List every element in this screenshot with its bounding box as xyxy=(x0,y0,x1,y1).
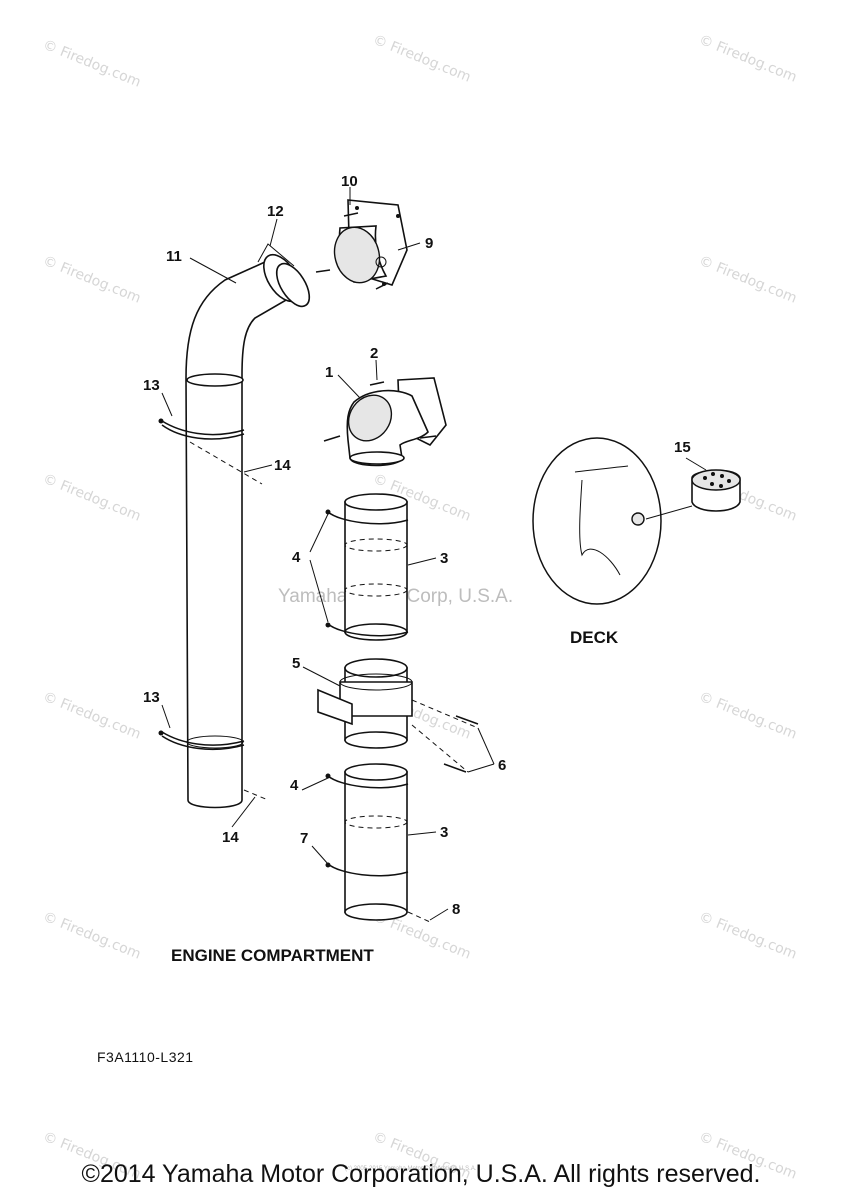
callout-3-lower: 3 xyxy=(440,824,448,841)
callout-11: 11 xyxy=(166,248,182,265)
callout-5: 5 xyxy=(292,655,300,672)
callout-3-upper: 3 xyxy=(440,550,448,567)
engine-compartment-label: ENGINE COMPARTMENT xyxy=(171,946,374,965)
deck-detail xyxy=(532,437,741,605)
callout-4-lower: 4 xyxy=(290,777,299,794)
leader-lines xyxy=(161,187,707,921)
callout-8: 8 xyxy=(452,901,460,918)
callouts: 10 9 12 11 13 14 1 2 3 4 5 6 13 14 4 3 7… xyxy=(143,173,691,918)
callout-14-lower: 14 xyxy=(222,829,239,846)
vent-cover-9 xyxy=(315,199,408,290)
tube-3-upper xyxy=(325,493,409,641)
clamp-13-upper xyxy=(158,418,263,485)
callout-10: 10 xyxy=(341,173,358,190)
deck-label: DECK xyxy=(570,628,619,647)
watermark: © Firedog.com xyxy=(697,689,800,743)
callout-15: 15 xyxy=(674,439,691,456)
tube-5 xyxy=(317,658,479,773)
watermark: © Firedog.com xyxy=(41,471,144,525)
watermark: © Firedog.com xyxy=(41,689,144,743)
callout-13-lower: 13 xyxy=(143,689,160,706)
watermark: © Firedog.com xyxy=(41,909,144,963)
watermark: © Firedog.com xyxy=(697,253,800,307)
watermark: © Firedog.com xyxy=(697,32,800,86)
copyright-footer: ©2014 Yamaha Motor Corporation, U.S.A. A… xyxy=(81,1160,761,1188)
callout-1: 1 xyxy=(325,364,333,381)
callout-6: 6 xyxy=(498,757,506,774)
watermark: © Firedog.com xyxy=(697,909,800,963)
tube-3-lower xyxy=(325,763,431,923)
callout-7: 7 xyxy=(300,830,308,847)
callout-4-upper: 4 xyxy=(292,549,301,566)
callout-14-upper: 14 xyxy=(274,457,291,474)
callout-13-upper: 13 xyxy=(143,377,160,394)
duct-11 xyxy=(185,243,311,809)
watermark-layer: © Firedog.com © Firedog.com © Firedog.co… xyxy=(41,32,800,1183)
elbow-1 xyxy=(323,377,447,467)
callout-9: 9 xyxy=(425,235,433,252)
callout-12: 12 xyxy=(267,203,284,220)
watermark: © Firedog.com xyxy=(41,37,144,91)
callout-2: 2 xyxy=(370,345,378,362)
diagram-code: F3A1110-L321 xyxy=(97,1049,194,1065)
watermark: © Firedog.com xyxy=(371,32,474,86)
watermark: © Firedog.com xyxy=(41,253,144,307)
clamp-13-lower xyxy=(158,730,269,801)
tiny-notice: (c) 2005-2015 Yamaha Motor Corporation, … xyxy=(345,1166,477,1172)
